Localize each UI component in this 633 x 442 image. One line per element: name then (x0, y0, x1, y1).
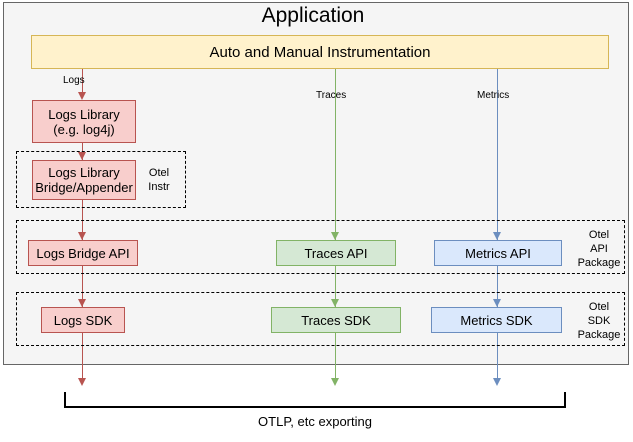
logs-arrowhead-2 (78, 152, 86, 160)
edge-label-metrics: Metrics (477, 90, 510, 101)
otel-api-package-label: Otel API Package (577, 229, 621, 269)
otel-instr-label: Otel Instr (148, 167, 170, 193)
otel-sdk-package-label: Otel SDK Package (577, 301, 621, 341)
traces-edge-3 (335, 333, 336, 382)
otel-instr-group (16, 151, 186, 208)
metrics-arrowhead-2 (493, 299, 501, 307)
traces-edge-2 (335, 266, 336, 309)
page-title: Application (261, 4, 365, 27)
logs-edge-5 (82, 333, 83, 382)
edge-label-logs: Logs (63, 75, 85, 86)
metrics-api-label: Metrics API (465, 245, 531, 261)
traces-sdk-label: Traces SDK (301, 312, 371, 328)
logs-arrowhead-5 (78, 378, 86, 386)
traces-sdk-box[interactable]: Traces SDK (271, 307, 401, 333)
logs-library-box[interactable]: Logs Library (e.g. log4j) (32, 100, 136, 143)
traces-edge-1 (335, 69, 336, 242)
logs-bridge-api-box[interactable]: Logs Bridge API (28, 240, 138, 266)
export-caption: OTLP, etc exporting (258, 414, 372, 429)
traces-api-box[interactable]: Traces API (276, 240, 396, 266)
traces-arrowhead-3 (331, 378, 339, 386)
logs-sdk-box[interactable]: Logs SDK (41, 307, 125, 333)
logs-edge-1 (82, 69, 83, 97)
traces-arrowhead-2 (331, 299, 339, 307)
metrics-arrowhead-3 (493, 378, 501, 386)
logs-edge-3 (82, 200, 83, 242)
metrics-sdk-label: Metrics SDK (460, 312, 533, 328)
metrics-edge-2 (497, 266, 498, 309)
instrumentation-label: Auto and Manual Instrumentation (209, 43, 431, 61)
logs-arrowhead-3 (78, 232, 86, 240)
logs-edge-4 (82, 266, 83, 309)
logs-arrowhead-1 (78, 92, 86, 100)
logs-bridge-label: Logs Library Bridge/Appender (35, 165, 133, 195)
logs-sdk-label: Logs SDK (53, 312, 113, 328)
export-bracket (64, 392, 566, 408)
metrics-edge-1 (497, 69, 498, 242)
metrics-edge-3 (497, 333, 498, 382)
logs-bridge-api-label: Logs Bridge API (36, 245, 130, 261)
otel-api-package-group (16, 220, 625, 274)
metrics-sdk-box[interactable]: Metrics SDK (431, 307, 562, 333)
metrics-api-box[interactable]: Metrics API (434, 240, 562, 266)
logs-arrowhead-4 (78, 299, 86, 307)
auto-and-manual-instrumentation-box[interactable]: Auto and Manual Instrumentation (31, 35, 609, 69)
otel-sdk-package-group (16, 292, 625, 346)
logs-library-label: Logs Library (e.g. log4j) (48, 106, 120, 137)
traces-arrowhead-1 (331, 232, 339, 240)
traces-api-label: Traces API (304, 245, 368, 261)
logs-library-bridge-appender-box[interactable]: Logs Library Bridge/Appender (32, 160, 136, 200)
metrics-arrowhead-1 (493, 232, 501, 240)
edge-label-traces: Traces (316, 90, 347, 101)
